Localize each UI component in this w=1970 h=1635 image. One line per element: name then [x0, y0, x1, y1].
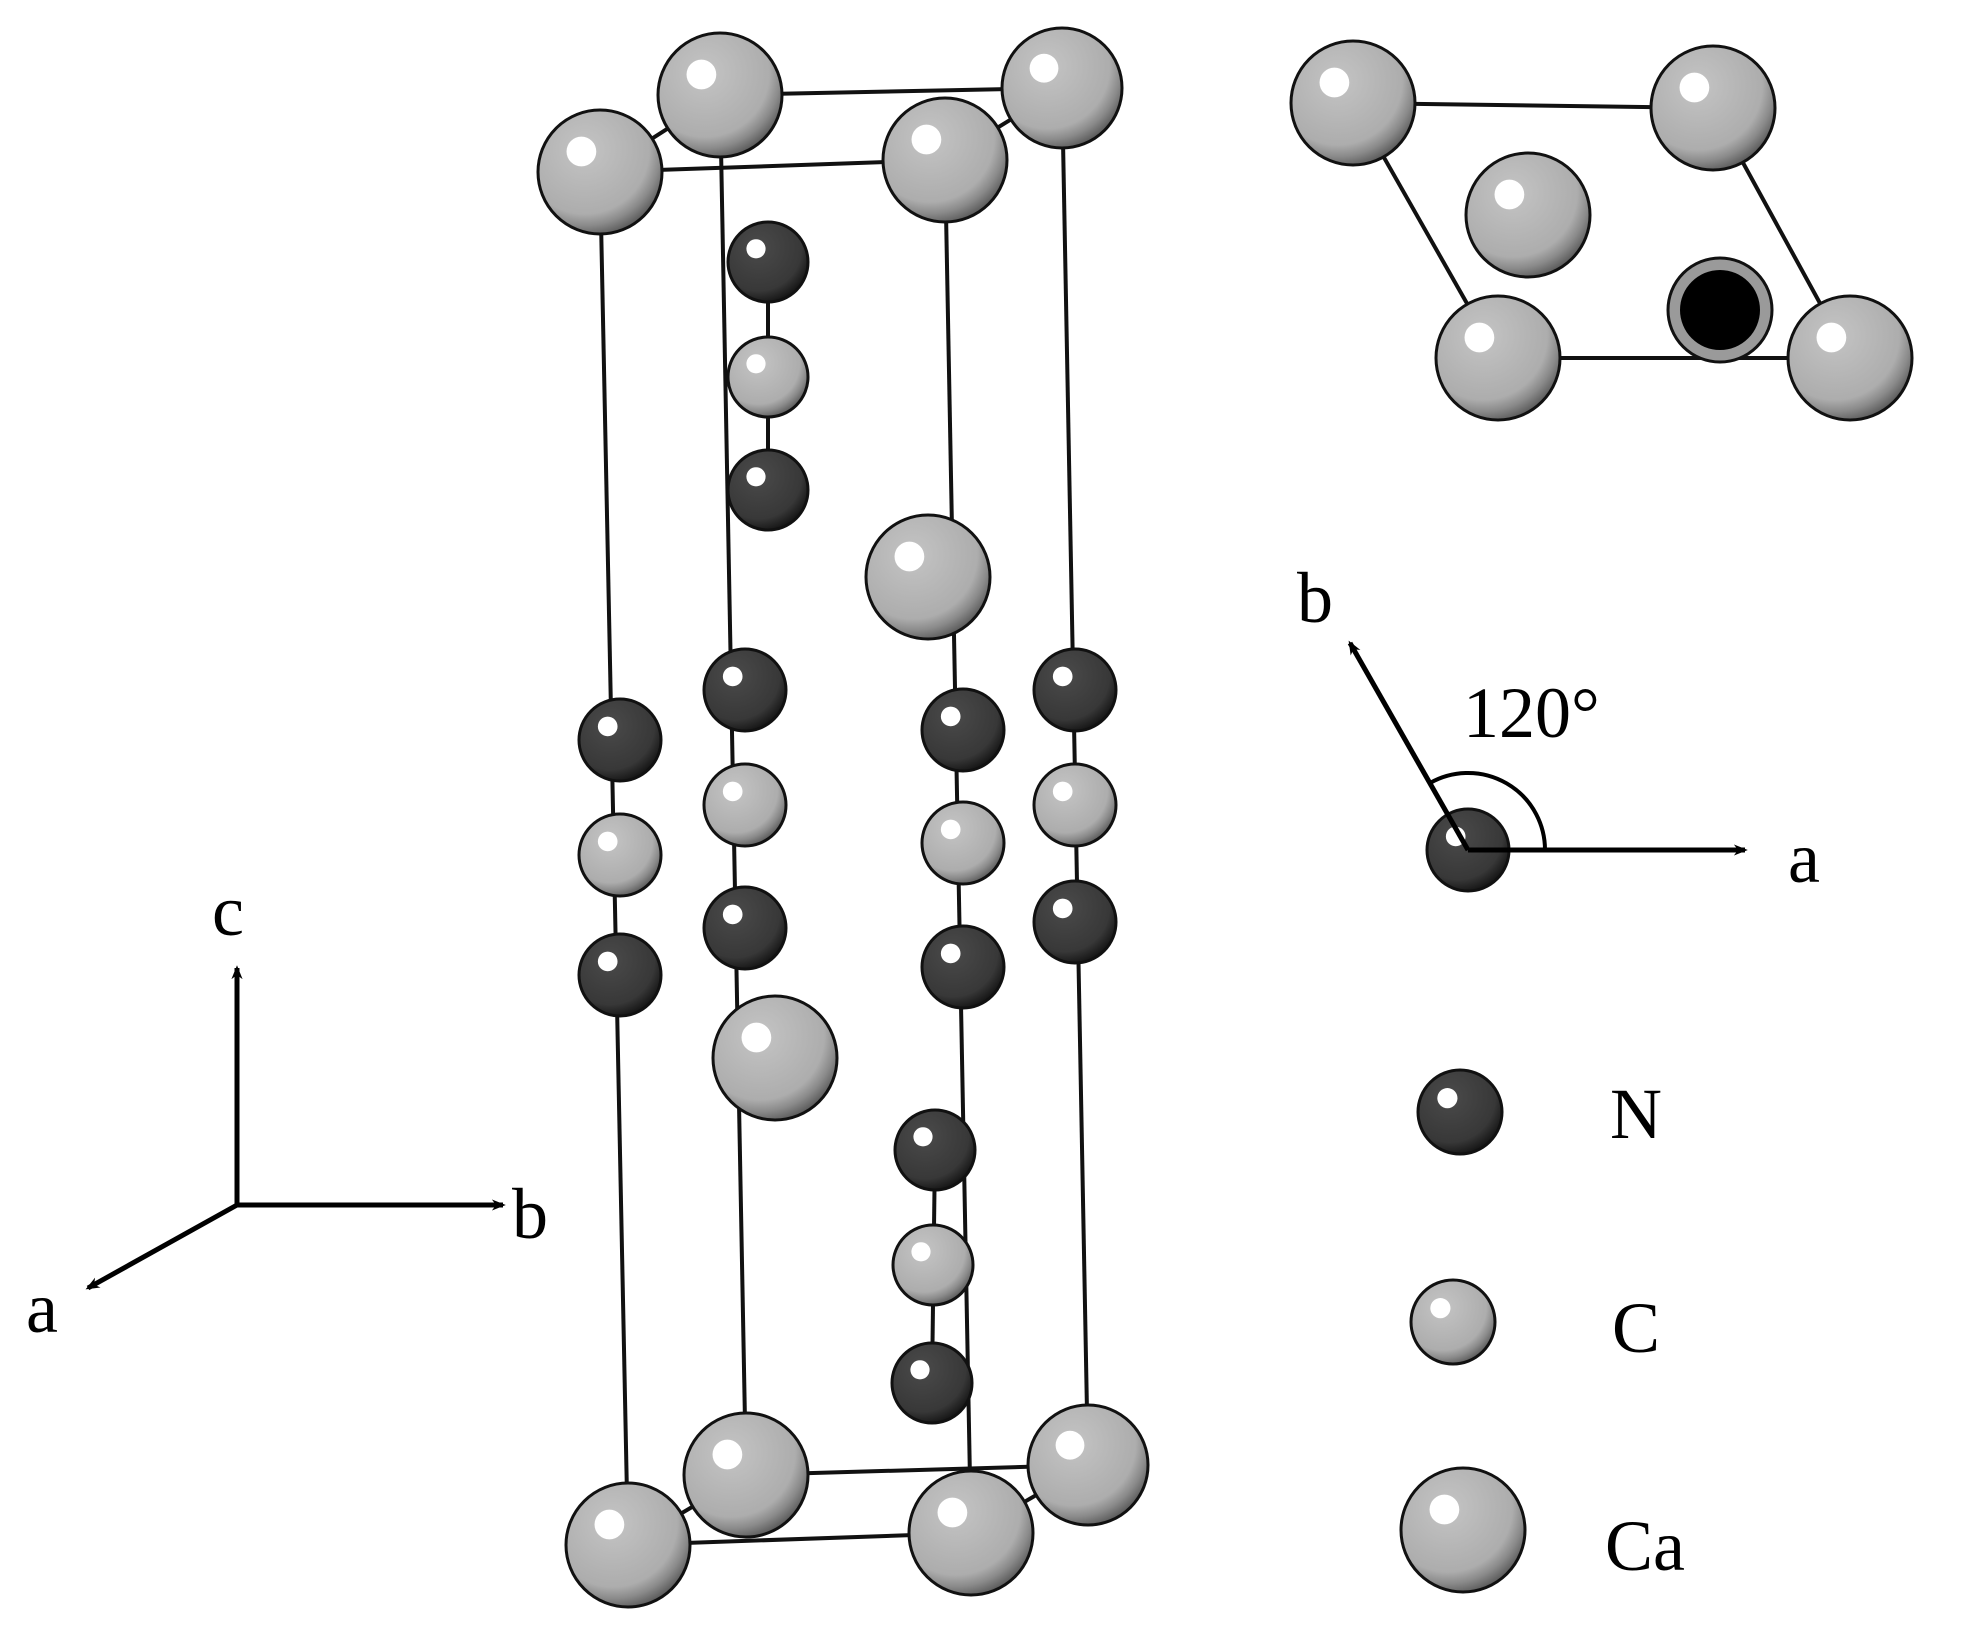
- n-atom: [1032, 879, 1118, 965]
- ncn-end-on-symbol: [1666, 256, 1774, 364]
- ca-atom-top: [1434, 294, 1562, 422]
- n-atom: [1032, 647, 1118, 733]
- ca-atom: [1026, 1403, 1150, 1527]
- a-axis-label: a: [26, 1268, 58, 1348]
- c-atom: [1032, 762, 1118, 848]
- ca-atom: [564, 1481, 692, 1609]
- n-atom: [726, 448, 810, 532]
- c-atom: [891, 1223, 975, 1307]
- n-atom: [890, 1341, 974, 1425]
- n-atom: [726, 220, 810, 304]
- ca-atom: [682, 1411, 810, 1539]
- n-atom: [920, 924, 1006, 1010]
- ca-atom: [864, 513, 992, 641]
- angle-label: 120°: [1463, 673, 1600, 753]
- ca-atom-top: [1289, 39, 1417, 167]
- ca-atom: [881, 96, 1009, 224]
- legend-n-icon: [1416, 1068, 1504, 1156]
- legend-ca-icon: [1399, 1466, 1527, 1594]
- ca-atom-top: [1786, 294, 1914, 422]
- n-atom: [920, 687, 1006, 773]
- axis-indicator-3d: [85, 965, 506, 1291]
- c-atom: [920, 800, 1006, 886]
- ca-atom: [1000, 26, 1124, 150]
- legend-c-icon: [1409, 1278, 1497, 1366]
- b-axis-arrow-2d: [1347, 640, 1471, 852]
- angle-arc: [1429, 771, 1547, 851]
- legend: [1399, 1068, 1527, 1594]
- bond-lines: [766, 262, 937, 1384]
- n-atom: [577, 932, 663, 1018]
- n-atom: [702, 647, 788, 733]
- ca-atom: [656, 31, 784, 159]
- unit-cell-3d: [598, 86, 1090, 1547]
- legend-label-c: C: [1612, 1288, 1660, 1368]
- n-atom: [893, 1108, 977, 1192]
- c-atom: [726, 335, 810, 419]
- c-atom: [702, 762, 788, 848]
- legend-label-ca: Ca: [1605, 1506, 1685, 1586]
- n-atom: [702, 885, 788, 971]
- legend-label-n: N: [1610, 1074, 1662, 1154]
- c-axis-label: c: [212, 871, 244, 951]
- b-axis-label-2d: b: [1297, 558, 1333, 638]
- n-atom: [577, 697, 663, 783]
- atoms-3d: [536, 26, 1150, 1609]
- ca-atom-top: [1649, 44, 1777, 172]
- ca-atom: [907, 1469, 1035, 1597]
- b-axis-label: b: [512, 1174, 548, 1254]
- c-atom: [577, 812, 663, 898]
- ca-atom-top: [1464, 151, 1592, 279]
- ca-atom: [711, 994, 839, 1122]
- axis-indicator-2d: [1347, 640, 1748, 856]
- a-axis-label-2d: a: [1788, 818, 1820, 898]
- atoms-top-view: [1289, 39, 1914, 893]
- top-view-cell: [1351, 101, 1852, 360]
- ca-atom: [536, 108, 664, 236]
- a-axis-arrow: [85, 1202, 239, 1291]
